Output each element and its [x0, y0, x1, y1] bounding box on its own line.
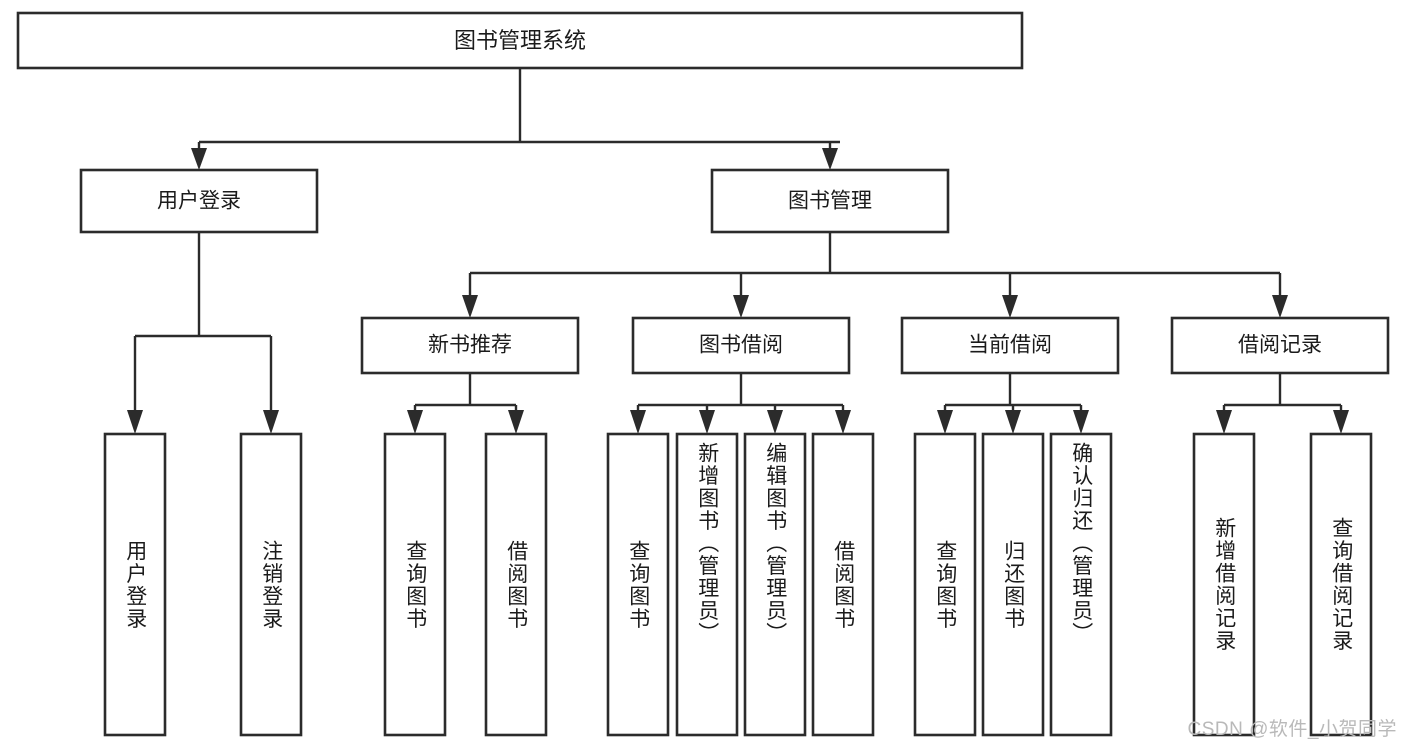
leaf-box-add-book-admin[interactable]	[675, 432, 739, 737]
leaf-box-layer	[103, 432, 1373, 737]
node-new-book-recommend-box[interactable]	[360, 316, 580, 375]
leaf-box-query-book-bb[interactable]	[606, 432, 670, 737]
node-borrow-record[interactable]: 借阅记录	[1170, 316, 1390, 375]
leaf-box-return-book[interactable]	[981, 432, 1045, 737]
leaf-box-edit-book-admin[interactable]	[743, 432, 807, 737]
node-current-borrow-box[interactable]	[900, 316, 1120, 375]
arrow-bb-leaf-4	[835, 410, 851, 434]
node-book-management-box[interactable]	[710, 168, 950, 234]
leaf-box-query-record[interactable]	[1309, 432, 1373, 737]
arrow-to-borrow-record	[1272, 295, 1288, 318]
node-book-borrow[interactable]: 图书借阅	[631, 316, 851, 375]
arrow-to-book-borrow	[733, 295, 749, 318]
node-book-management-label: 图书管理	[788, 190, 872, 213]
arrow-br-leaf-2	[1333, 410, 1349, 434]
leaf-box-user-login[interactable]	[103, 432, 167, 737]
node-user-login[interactable]: 用户登录	[79, 168, 319, 234]
arrow-br-leaf-1	[1216, 410, 1232, 434]
arrow-nbr-leaf-1	[407, 410, 423, 434]
watermark-text: CSDN @软件_小贺同学	[1187, 719, 1397, 740]
node-root[interactable]: 图书管理系统	[16, 11, 1024, 70]
arrow-root-to-user-login	[191, 148, 207, 170]
node-root-box[interactable]	[16, 11, 1024, 70]
leaf-box-borrow-book-nbr[interactable]	[484, 432, 548, 737]
arrow-bb-leaf-1	[630, 410, 646, 434]
leaf-box-borrow-book-bb[interactable]	[811, 432, 875, 737]
node-new-book-recommend-label: 新书推荐	[428, 334, 512, 357]
leaf-box-query-book-nbr[interactable]	[383, 432, 447, 737]
connector-layer	[127, 68, 1349, 434]
node-borrow-record-box[interactable]	[1170, 316, 1390, 375]
arrow-to-leaf-user-login	[127, 410, 143, 434]
node-new-book-recommend[interactable]: 新书推荐	[360, 316, 580, 375]
arrow-to-new-book-rec	[462, 295, 478, 318]
node-root-label: 图书管理系统	[454, 28, 586, 53]
leaf-box-logout[interactable]	[239, 432, 303, 737]
arrow-cb-leaf-2	[1005, 410, 1021, 434]
arrow-to-current-borrow	[1002, 295, 1018, 318]
arrow-cb-leaf-3	[1073, 410, 1089, 434]
node-user-login-label: 用户登录	[157, 190, 241, 213]
arrow-root-to-book-mgmt	[822, 148, 838, 170]
leaf-box-confirm-return[interactable]	[1049, 432, 1113, 737]
node-borrow-record-label: 借阅记录	[1238, 334, 1322, 357]
leaf-box-query-book-cb[interactable]	[913, 432, 977, 737]
node-book-management[interactable]: 图书管理	[710, 168, 950, 234]
node-book-borrow-label: 图书借阅	[699, 334, 783, 357]
node-current-borrow-label: 当前借阅	[968, 334, 1052, 357]
arrow-cb-leaf-1	[937, 410, 953, 434]
arrow-bb-leaf-3	[767, 410, 783, 434]
arrow-bb-leaf-2	[699, 410, 715, 434]
node-current-borrow[interactable]: 当前借阅	[900, 316, 1120, 375]
node-book-borrow-box[interactable]	[631, 316, 851, 375]
node-user-login-box[interactable]	[79, 168, 319, 234]
arrow-nbr-leaf-2	[508, 410, 524, 434]
arrow-to-leaf-logout	[263, 410, 279, 434]
leaf-box-add-record[interactable]	[1192, 432, 1256, 737]
